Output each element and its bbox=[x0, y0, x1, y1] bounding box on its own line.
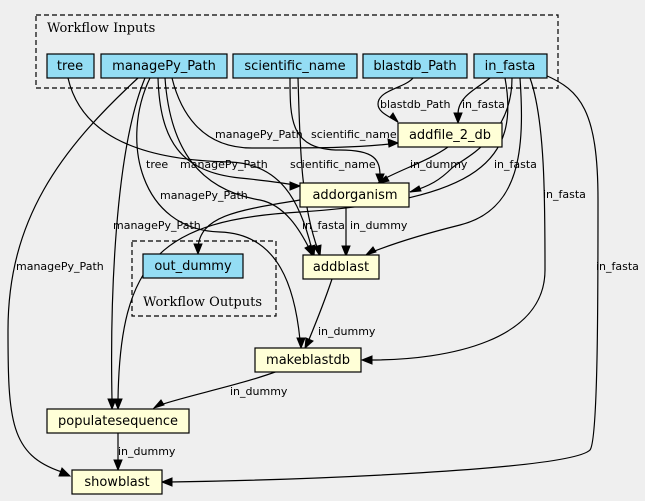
edge-labels: blastdb_Path in_fasta managePy_Path scie… bbox=[16, 98, 639, 458]
edge-mp-addorganism bbox=[157, 77, 301, 187]
step-node-showblast[interactable]: showblast bbox=[71, 469, 163, 495]
edge-label: scientific_name bbox=[290, 158, 376, 171]
workflow-inputs-cluster: Workflow Inputs bbox=[35, 14, 559, 89]
edge-addblast-makeblastdb bbox=[307, 278, 333, 343]
node-label: populatesequence bbox=[58, 414, 178, 429]
edge-mp-addblast bbox=[164, 77, 311, 251]
output-node-out-dummy[interactable]: out_dummy bbox=[142, 253, 244, 279]
edge-label: managePy_Path bbox=[16, 260, 104, 273]
input-node-managepy-path[interactable]: managePy_Path bbox=[100, 53, 228, 79]
edge-makeblastdb-populate bbox=[159, 370, 279, 406]
node-label: addorganism bbox=[312, 188, 397, 203]
node-label: blastdb_Path bbox=[373, 59, 456, 74]
edge-label: in_fasta bbox=[462, 98, 505, 111]
node-label: out_dummy bbox=[154, 259, 232, 274]
edge-addfile-addorganism bbox=[381, 146, 449, 181]
edge-label: in_fasta bbox=[596, 260, 639, 273]
node-label: scientific_name bbox=[244, 59, 345, 74]
edge-fasta-addfile bbox=[457, 77, 491, 115]
edge-label: in_dummy bbox=[410, 158, 468, 171]
input-node-blastdb-path[interactable]: blastdb_Path bbox=[362, 53, 468, 79]
edge-label: in_fasta bbox=[494, 158, 537, 171]
input-node-scientific-name[interactable]: scientific_name bbox=[232, 53, 358, 79]
edge-addorganism-outdummy bbox=[197, 199, 301, 249]
input-node-tree[interactable]: tree bbox=[46, 53, 95, 79]
edge-fasta-addorganism bbox=[409, 77, 513, 193]
edge-label: managePy_Path bbox=[215, 128, 303, 141]
step-node-addfile-2-db[interactable]: addfile_2_db bbox=[397, 122, 503, 148]
edge-fasta-showblast bbox=[169, 74, 599, 483]
edge-mp-showblast bbox=[7, 77, 139, 473]
step-node-makeblastdb[interactable]: makeblastdb bbox=[254, 347, 362, 373]
edges bbox=[7, 74, 599, 487]
edge-label: in_dummy bbox=[350, 219, 408, 232]
edge-label: scientific_name bbox=[311, 128, 397, 141]
edge-label: managePy_Path bbox=[113, 219, 201, 232]
node-label: in_fasta bbox=[485, 59, 536, 74]
edge-tree-addblast bbox=[67, 77, 313, 251]
edge-label: in_fasta bbox=[302, 219, 345, 232]
edge-label: managePy_Path bbox=[160, 189, 248, 202]
edge-sci-addblast bbox=[297, 77, 319, 251]
edge-label: in_fasta bbox=[543, 188, 586, 201]
workflow-outputs-label: Workflow Outputs bbox=[143, 295, 262, 310]
workflow-inputs-label: Workflow Inputs bbox=[47, 21, 155, 36]
edge-fasta-makeblastdb bbox=[369, 77, 546, 361]
edge-label: in_dummy bbox=[318, 325, 376, 338]
edge-mp-makeblastdb bbox=[136, 77, 301, 341]
edge-label: tree bbox=[146, 158, 168, 171]
node-label: makeblastdb bbox=[266, 353, 350, 368]
node-label: addfile_2_db bbox=[409, 128, 491, 143]
node-label: addblast bbox=[313, 260, 369, 275]
node-label: tree bbox=[57, 59, 83, 74]
step-node-populatesequence[interactable]: populatesequence bbox=[46, 408, 190, 434]
step-node-addorganism[interactable]: addorganism bbox=[299, 182, 410, 208]
edge-fasta-addblast bbox=[371, 77, 522, 253]
step-node-addblast[interactable]: addblast bbox=[302, 254, 380, 280]
edge-sci-addorganism-2 bbox=[289, 77, 381, 177]
edge-mp-populate bbox=[111, 77, 146, 401]
edge-label: managePy_Path bbox=[180, 158, 268, 171]
edge-mp-addfile bbox=[171, 77, 399, 149]
workflow-outputs-cluster: Workflow Outputs bbox=[131, 240, 277, 317]
edge-label: blastdb_Path bbox=[380, 98, 450, 111]
input-node-in-fasta[interactable]: in_fasta bbox=[473, 53, 548, 79]
edge-label: in_dummy bbox=[230, 385, 288, 398]
node-label: managePy_Path bbox=[112, 59, 216, 74]
node-label: showblast bbox=[84, 475, 149, 490]
edge-label: in_dummy bbox=[118, 445, 176, 458]
